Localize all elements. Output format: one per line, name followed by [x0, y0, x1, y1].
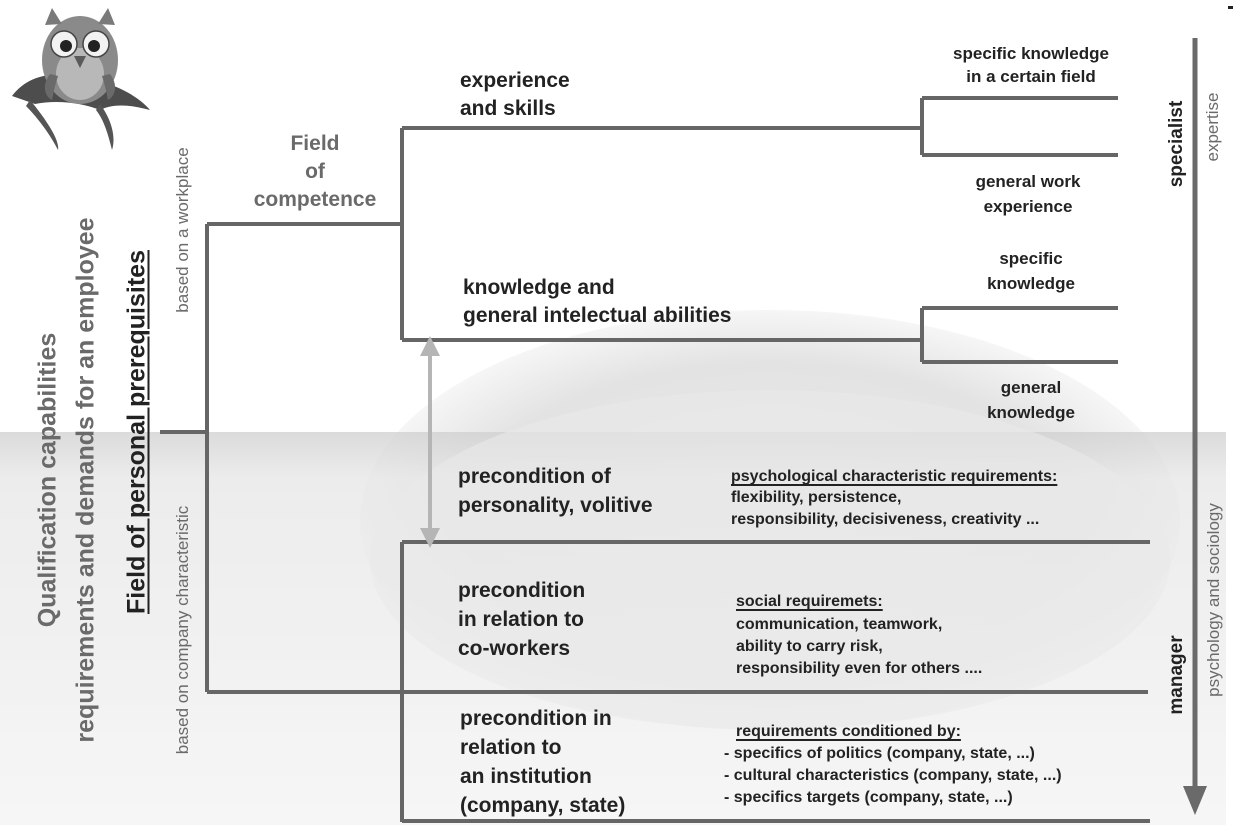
psychology-sociology-label: psychology and sociology [1204, 503, 1223, 697]
tree-lines [160, 96, 1150, 823]
precondition-institution: precondition in relation to an instituti… [460, 707, 626, 817]
institution-requirements-items: - specifics of politics (company, state,… [724, 745, 1062, 806]
corner-mark [1228, 6, 1233, 9]
main-title-line2: requirements and demands for an employee [71, 217, 100, 743]
manager-label: manager [1166, 635, 1187, 715]
specific-knowledge-field: specific knowledge in a certain field [953, 44, 1109, 86]
field-of-competence: Field of competence [253, 132, 377, 211]
down-arrow [1183, 38, 1207, 815]
precondition-personality: precondition of personality, volitive [458, 465, 653, 517]
institution-requirements-heading: requirements conditioned by: [736, 723, 961, 740]
field-personal-prerequisites: Field of personal prerequisites [122, 250, 151, 614]
band-ellipse [370, 390, 1170, 730]
knowledge-abilities: knowledge and general intelectual abilit… [463, 276, 732, 327]
double-arrow [420, 336, 440, 548]
specific-knowledge: specific knowledge [987, 249, 1075, 293]
general-work-experience: general work experience [975, 172, 1081, 216]
specialist-label: specialist [1166, 100, 1187, 188]
precondition-coworkers: precondition in relation to co-workers [458, 579, 586, 660]
owl-icon [12, 8, 150, 150]
general-knowledge: general knowledge [987, 378, 1075, 422]
based-on-workplace: based on a workplace [173, 147, 192, 313]
experience-skills: experience and skills [460, 69, 570, 120]
main-title-line1: Qualification capabilities [33, 332, 62, 628]
psych-requirements-items: flexibility, persistence, responsibility… [731, 489, 1040, 528]
based-on-company: based on company characteristic [173, 505, 192, 755]
social-requirements-heading: social requiremets: [736, 593, 883, 610]
expertise-label: expertise [1203, 92, 1222, 162]
psych-requirements-heading: psychological characteristic requirement… [731, 468, 1058, 485]
social-requirements-items: communication, teamwork, ability to carr… [736, 616, 983, 677]
